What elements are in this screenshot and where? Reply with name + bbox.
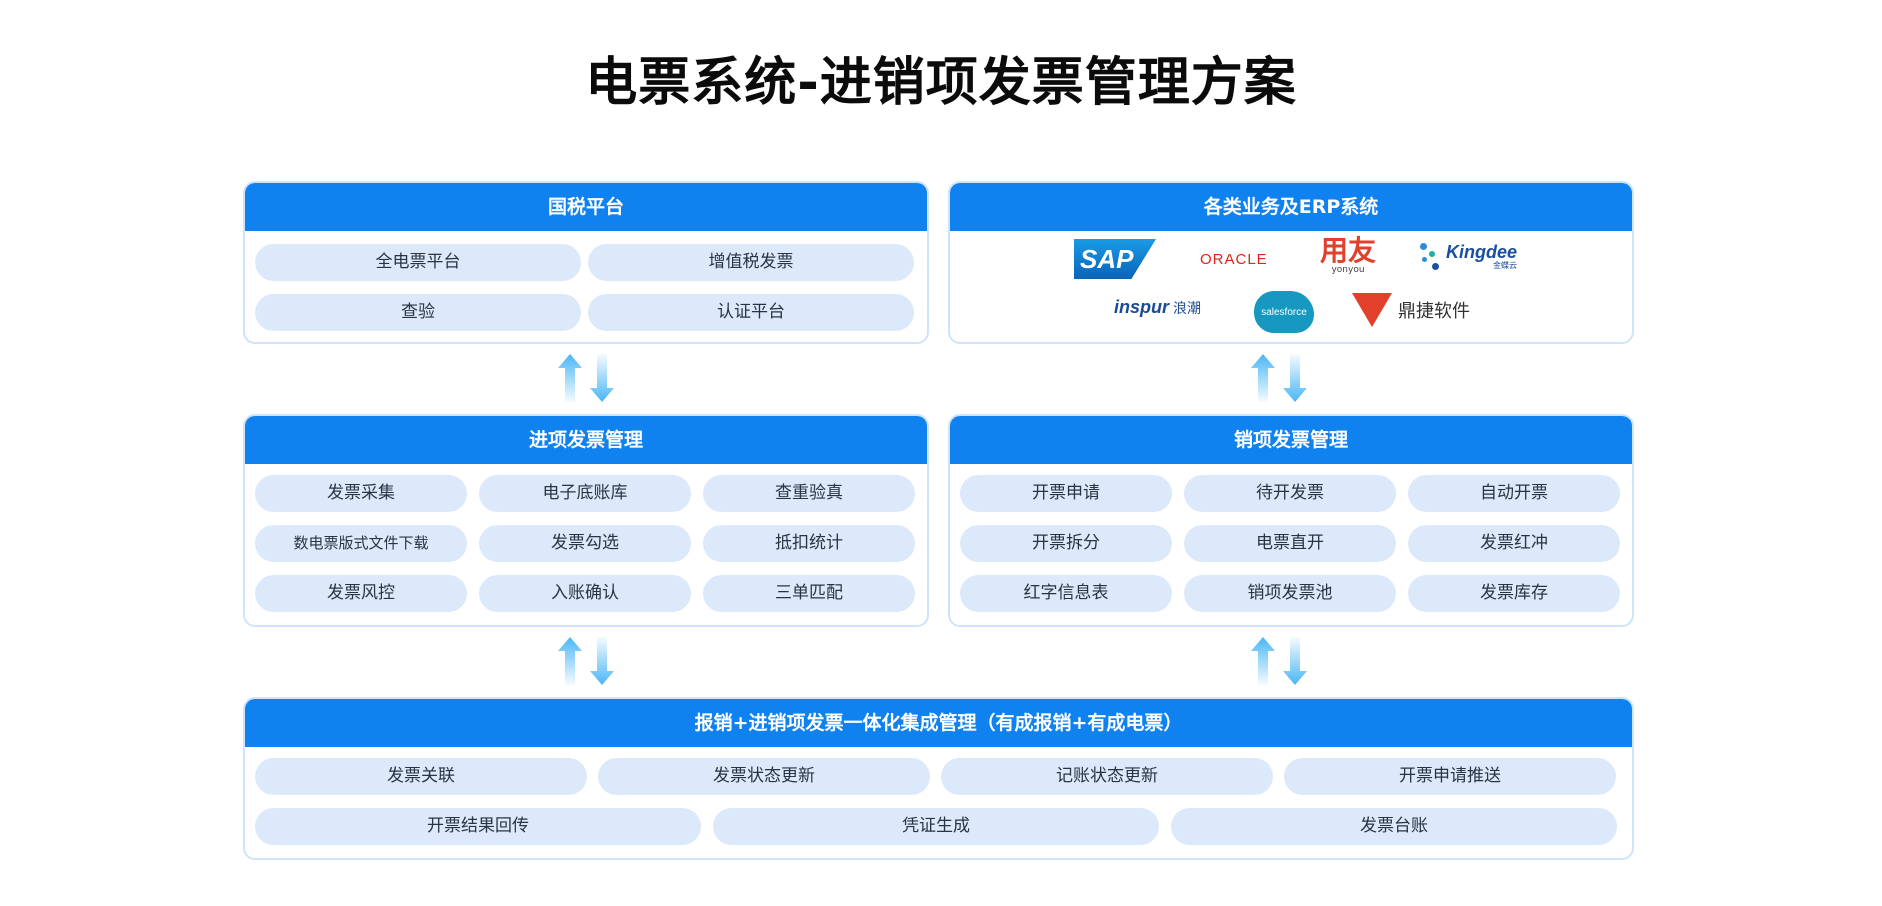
output-invoice-header: 销项发票管理 [950, 416, 1632, 464]
yonyou-logo: 用友 yonyou [1320, 234, 1377, 276]
output-invoice-item: 发票红冲 [1408, 525, 1620, 562]
input-invoice-item: 三单匹配 [703, 575, 915, 612]
tax-platform-item: 增值税发票 [588, 244, 914, 281]
input-invoice-item: 电子底账库 [479, 475, 691, 512]
sync-arrows-icon [558, 637, 614, 685]
input-invoice-item: 数电票版式文件下载 [255, 525, 467, 562]
integration-item: 发票台账 [1171, 808, 1617, 845]
output-invoice-item: 发票库存 [1408, 575, 1620, 612]
output-invoice-item: 销项发票池 [1184, 575, 1396, 612]
integration-header: 报销+进销项发票一体化集成管理（有成报销+有成电票） [245, 699, 1632, 747]
erp-header: 各类业务及ERP系统 [950, 183, 1632, 231]
kingdee-dots-icon [1420, 241, 1442, 271]
integration-item: 发票状态更新 [598, 758, 930, 795]
kingdee-logo: Kingdee 金蝶云 [1420, 241, 1517, 271]
input-invoice-item: 抵扣统计 [703, 525, 915, 562]
integration-item: 凭证生成 [713, 808, 1159, 845]
input-invoice-item: 发票勾选 [479, 525, 691, 562]
output-invoice-item: 待开发票 [1184, 475, 1396, 512]
tax-platform-item: 认证平台 [588, 294, 914, 331]
oracle-logo: ORACLE [1200, 251, 1268, 268]
input-invoice-item: 发票采集 [255, 475, 467, 512]
output-invoice-panel: 销项发票管理 开票申请 待开发票 自动开票 开票拆分 电票直开 发票红冲 红字信… [948, 414, 1634, 627]
sap-logo: SAP [1074, 239, 1156, 279]
output-invoice-item: 开票拆分 [960, 525, 1172, 562]
tax-platform-item: 全电票平台 [255, 244, 581, 281]
input-invoice-item: 入账确认 [479, 575, 691, 612]
output-invoice-item: 开票申请 [960, 475, 1172, 512]
tax-platform-item: 查验 [255, 294, 581, 331]
integration-panel: 报销+进销项发票一体化集成管理（有成报销+有成电票） 发票关联 发票状态更新 记… [243, 697, 1634, 860]
output-invoice-item: 电票直开 [1184, 525, 1396, 562]
output-invoice-item: 红字信息表 [960, 575, 1172, 612]
sync-arrows-icon [1251, 354, 1307, 402]
input-invoice-panel: 进项发票管理 发票采集 电子底账库 查重验真 数电票版式文件下载 发票勾选 抵扣… [243, 414, 929, 627]
erp-panel: 各类业务及ERP系统 SAP ORACLE 用友 yonyou Kingdee … [948, 181, 1634, 344]
input-invoice-header: 进项发票管理 [245, 416, 927, 464]
integration-item: 开票结果回传 [255, 808, 701, 845]
integration-item: 发票关联 [255, 758, 587, 795]
input-invoice-item: 发票风控 [255, 575, 467, 612]
salesforce-logo: salesforce [1254, 291, 1314, 333]
integration-item: 记账状态更新 [941, 758, 1273, 795]
dingjie-mark-icon [1352, 293, 1392, 327]
page-title: 电票系统-进销项发票管理方案 [585, 53, 1297, 113]
dingjie-logo: 鼎捷软件 [1352, 293, 1470, 327]
integration-item: 开票申请推送 [1284, 758, 1616, 795]
tax-platform-panel: 国税平台 全电票平台 增值税发票 查验 认证平台 [243, 181, 929, 344]
sync-arrows-icon [1251, 637, 1307, 685]
output-invoice-item: 自动开票 [1408, 475, 1620, 512]
sync-arrows-icon [558, 354, 614, 402]
inspur-logo: inspur 浪潮 [1114, 297, 1202, 317]
tax-platform-header: 国税平台 [245, 183, 927, 231]
input-invoice-item: 查重验真 [703, 475, 915, 512]
